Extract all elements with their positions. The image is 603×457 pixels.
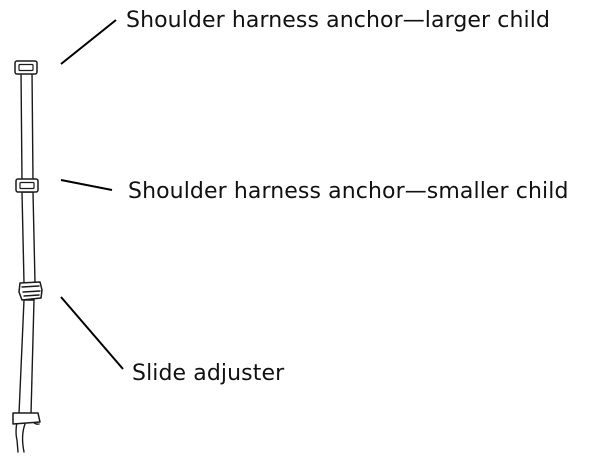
label-slide-adjuster: Slide adjuster (132, 361, 285, 386)
anchor-buckle-smaller (15, 178, 39, 193)
label-shoulder-anchor-smaller: Shoulder harness anchor—smaller child (128, 179, 569, 204)
leader-line-slide (60, 296, 124, 370)
leader-line-larger (60, 19, 117, 65)
harness-strap (15, 69, 40, 453)
slide-adjuster-hardware (18, 281, 43, 301)
strap-end-keeper (12, 412, 41, 425)
leader-line-smaller (60, 179, 113, 191)
anchor-buckle-larger (14, 60, 38, 75)
label-shoulder-anchor-larger: Shoulder harness anchor—larger child (126, 8, 551, 33)
